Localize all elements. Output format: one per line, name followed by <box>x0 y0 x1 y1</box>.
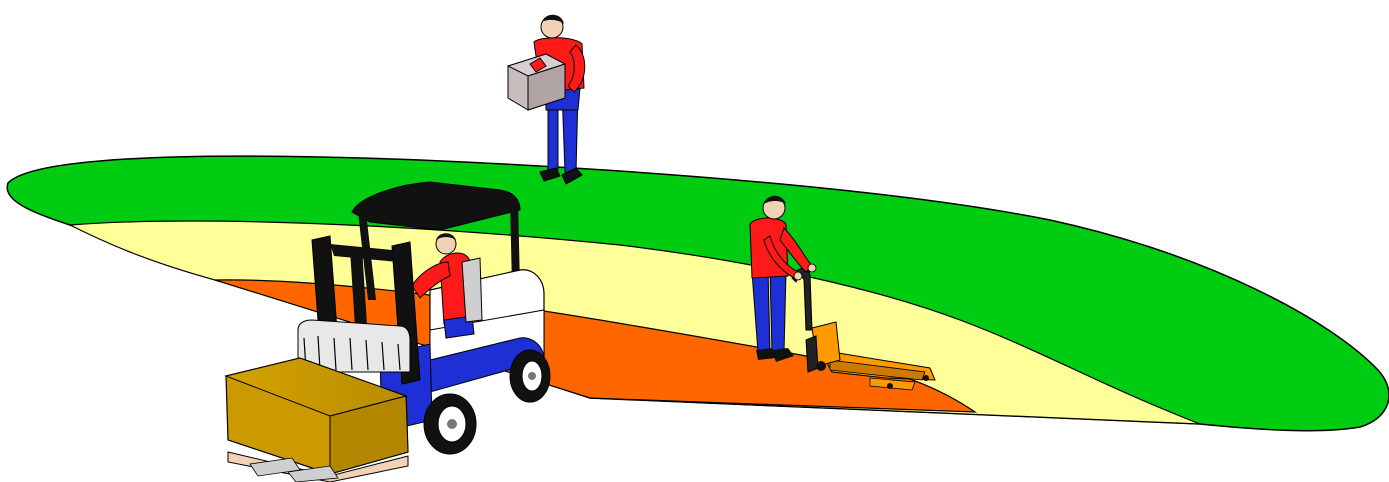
safety-zones <box>7 156 1389 431</box>
worker-carrying-box <box>508 15 585 184</box>
